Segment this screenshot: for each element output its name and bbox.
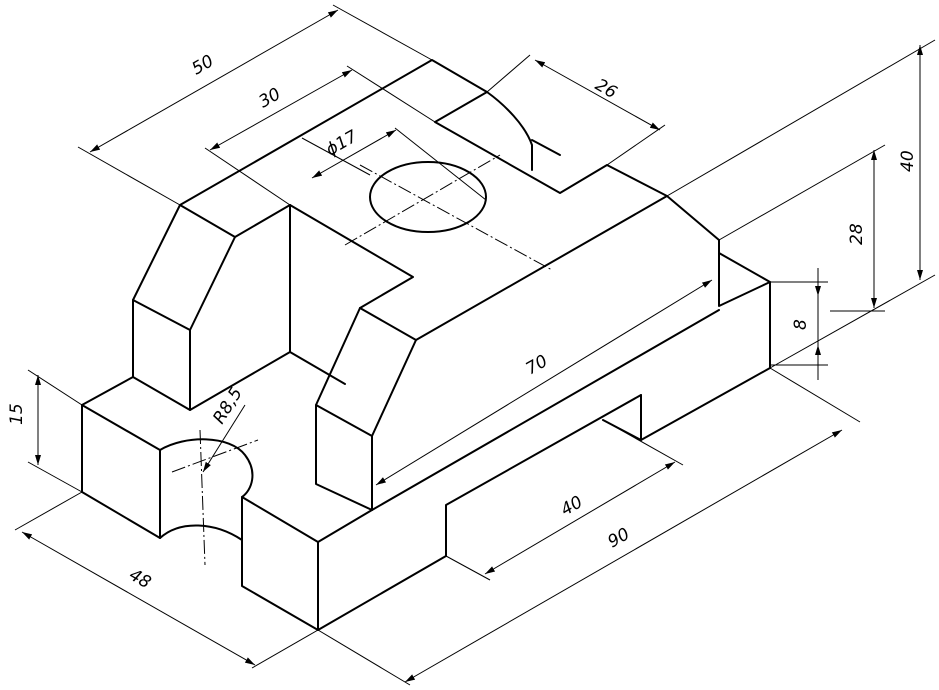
dim-8-label: 8: [791, 319, 811, 330]
part-outline: [81, 59, 771, 631]
dim-40-length-label: 40: [558, 492, 587, 520]
dim-28-label: 28: [847, 223, 867, 245]
dim-r85-label: R8,5: [209, 384, 247, 428]
center-lines: [171, 154, 553, 566]
dim-90-label: 90: [605, 524, 634, 552]
dim-30-label: 30: [256, 84, 285, 112]
dim-40-height-label: 40: [898, 150, 918, 172]
dim-15-label: 15: [7, 403, 27, 425]
dim-48-label: 48: [126, 565, 155, 593]
dimension-labels: 50 30 26 ϕ17 40 28 8 70 40 90 48 15 R8,5: [7, 51, 918, 593]
dim-50-label: 50: [189, 51, 218, 79]
dim-70-label: 70: [523, 351, 552, 379]
dim-phi17-label: ϕ17: [323, 126, 362, 160]
dim-26-label: 26: [592, 75, 621, 103]
dimension-lines: [14, 4, 936, 686]
